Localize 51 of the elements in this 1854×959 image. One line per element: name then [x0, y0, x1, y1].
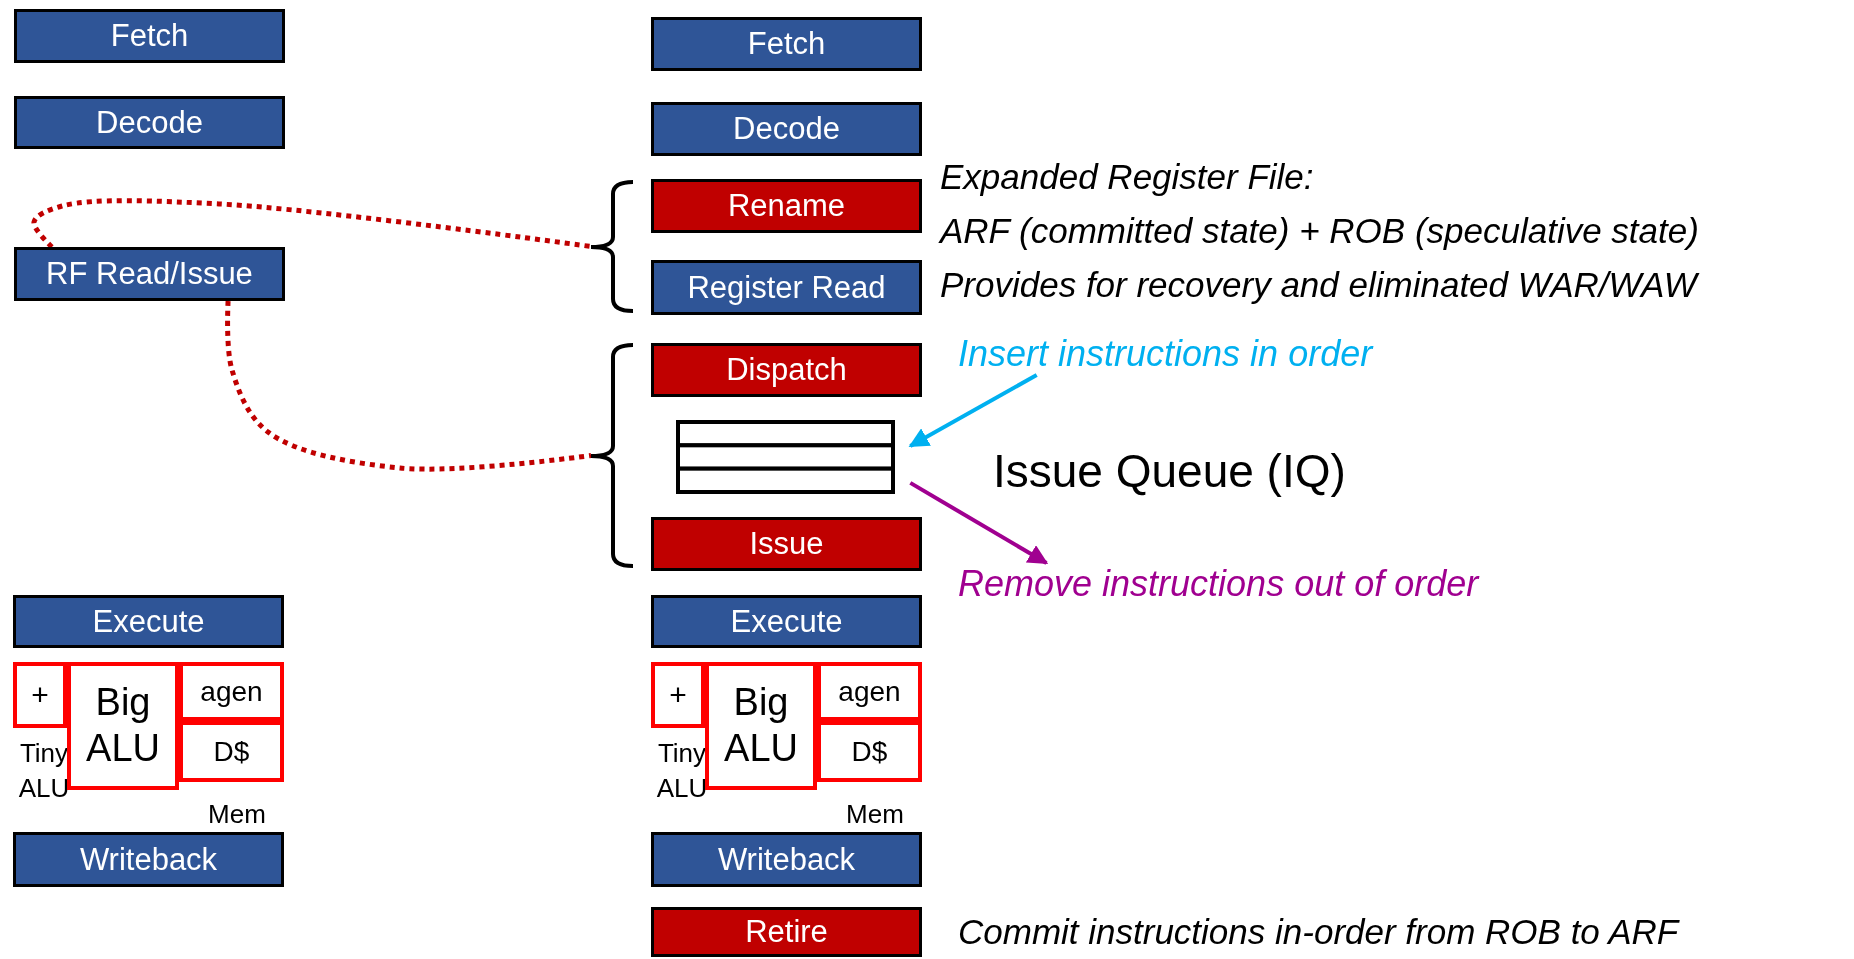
note-text: Commit instructions in-order from ROB to ARF — [958, 912, 1679, 952]
stage-label: + — [31, 677, 49, 713]
stage-label: Writeback — [79, 841, 218, 878]
arrow — [909, 481, 1049, 565]
stage-label: Big ALU — [85, 680, 161, 771]
pipeline-stage-box — [651, 907, 922, 957]
stage-label: Writeback — [717, 841, 856, 878]
pipeline-stage-box — [13, 595, 284, 648]
stage-label: RF Read/Issue — [46, 256, 253, 292]
curly-brace — [591, 180, 633, 313]
stage-label: Fetch — [110, 18, 189, 54]
stage-label: Execute — [92, 603, 205, 640]
stage-label: Issue — [749, 526, 824, 562]
pipeline-stage-box — [651, 517, 922, 571]
pipeline-stage-box — [14, 247, 285, 301]
pipeline-stage-box — [651, 17, 922, 71]
arrow — [908, 373, 1038, 448]
pipeline-stage-box — [651, 832, 922, 887]
stage-label: Dispatch — [726, 352, 847, 388]
unit-caption: Mem — [845, 798, 905, 831]
stage-label: + — [669, 677, 687, 713]
unit-caption: Tiny ALU — [17, 737, 71, 806]
pipeline-stage-box — [14, 9, 285, 63]
stage-label: Fetch — [747, 26, 826, 62]
annotation-text: Remove instructions out of order — [958, 563, 1479, 605]
pipeline-stage-box — [13, 832, 284, 887]
stage-label: agen — [838, 674, 901, 709]
dotted-connector — [225, 300, 592, 472]
unit-caption: Mem — [207, 798, 267, 831]
pipeline-stage-box — [14, 96, 285, 149]
annotation-text: Insert instructions in order — [958, 333, 1373, 375]
pipeline-stage-box — [651, 102, 922, 156]
stage-label: D$ — [851, 734, 888, 769]
stage-label: Register Read — [687, 269, 886, 306]
stage-label: D$ — [213, 734, 250, 769]
pipeline-stage-box — [651, 260, 922, 315]
stage-label: Rename — [727, 188, 846, 224]
queue-caption: Issue Queue (IQ) — [993, 444, 1346, 499]
stage-label: agen — [200, 674, 263, 709]
stage-label: Decode — [733, 111, 840, 147]
stage-label: Execute — [730, 603, 843, 640]
stage-label: Decode — [96, 104, 203, 141]
stage-label: Retire — [745, 914, 828, 950]
pipeline-stage-box — [651, 343, 922, 397]
curly-brace — [591, 343, 633, 568]
unit-caption: Tiny ALU — [655, 737, 709, 806]
stage-label: Big ALU — [723, 680, 799, 771]
note-text: Expanded Register File: — [940, 157, 1314, 197]
pipeline-stage-box — [651, 595, 922, 648]
pipeline-stage-box — [651, 179, 922, 233]
note-text: ARF (committed state) + ROB (speculative state) — [940, 211, 1699, 251]
